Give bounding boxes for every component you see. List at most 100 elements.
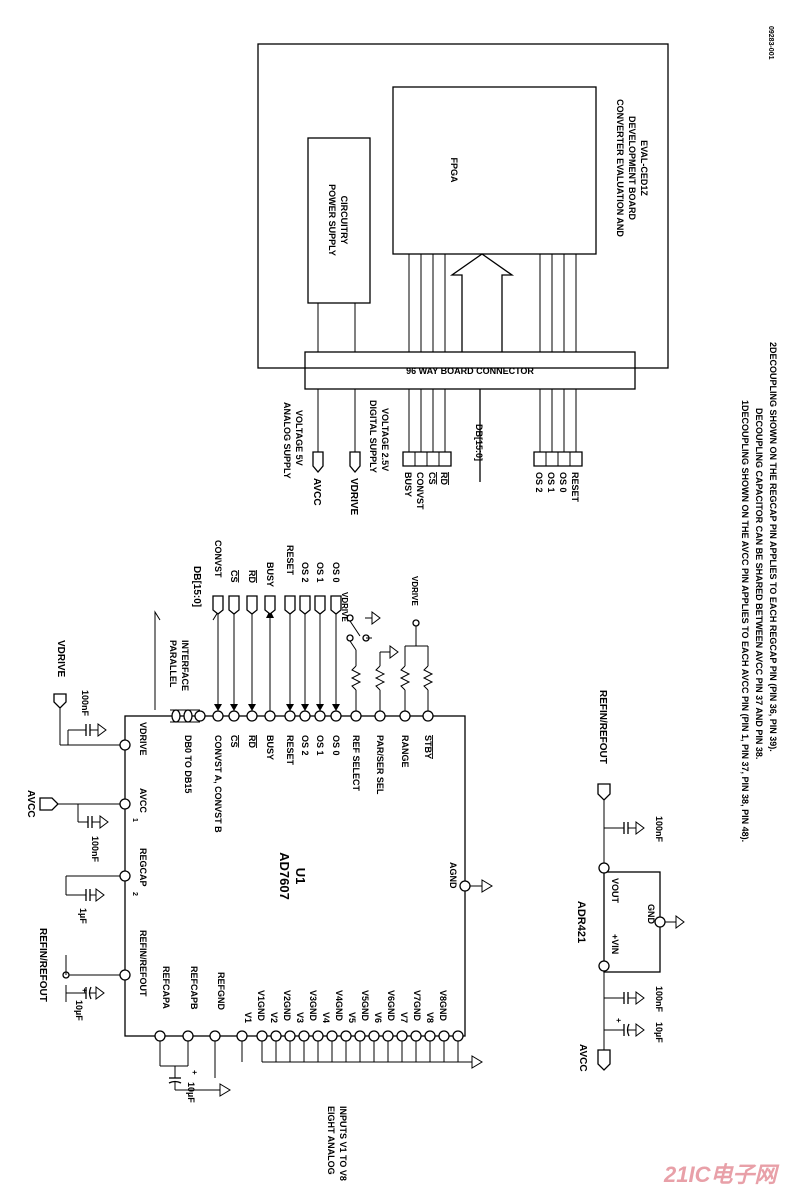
- vdrive-supply-port: [349, 451, 361, 474]
- adr421-name: ADR421: [575, 901, 587, 943]
- pin-agnd: AGND: [448, 862, 458, 889]
- pin-avcc-sup: 1: [131, 818, 138, 822]
- pin-v4gnd: V4GND: [334, 990, 344, 1022]
- avcc-supply-port: [312, 451, 324, 474]
- bottom-pin-labels: REFCAPA REFCAPB REFGND V1 V1GND V2 V2GND…: [161, 966, 448, 1023]
- regcap-cap-value: 1µF: [78, 908, 88, 924]
- pin-v5: V5: [347, 1012, 357, 1023]
- board-title-1: CONVERTER EVALUATION AND: [615, 99, 625, 237]
- board-connector: [304, 351, 636, 390]
- adr-refin-label: REFIN/REFOUT: [597, 690, 608, 764]
- sig-os2: OS 2: [300, 562, 310, 583]
- pin-v2gnd: V2GND: [282, 990, 292, 1022]
- pin-v3: V3: [295, 1012, 305, 1023]
- pin-v8gnd: V8GND: [438, 990, 448, 1022]
- vdrive-cap-value: 100nF: [80, 690, 90, 717]
- board-sig-rd: RD: [439, 472, 449, 485]
- board-sig-os1: OS 1: [546, 472, 556, 493]
- pin-par-ser-sel: PAR/SER SEL: [375, 735, 385, 795]
- fpga-block: [392, 86, 597, 255]
- pin-os0: OS 0: [331, 735, 341, 756]
- pin-rd: RD: [247, 735, 257, 748]
- adr421: ADR421 +VIN VOUT GND REFIN/REFOUT 100nF …: [575, 690, 685, 1072]
- pin-cs: CS: [229, 735, 239, 748]
- ad7607-chip: AD7607 U1 REFIN/REFOUT REGCAP 2 AVCC 1 V…: [119, 709, 493, 1181]
- pin-v3gnd: V3GND: [308, 990, 318, 1022]
- pin-v4: V4: [321, 1012, 331, 1023]
- ref-select-vdrive: VDRIVE: [340, 592, 349, 622]
- pin-os2: OS 2: [300, 735, 310, 756]
- db-interface-label: DB[15:0]: [191, 566, 202, 607]
- refin-label: REFIN/REFOUT: [37, 928, 48, 1002]
- sig-os0: OS 0: [331, 562, 341, 583]
- pin-refin-refout: REFIN/REFOUT: [138, 930, 148, 997]
- pin-v6gnd: V6GND: [386, 990, 396, 1022]
- sig-reset: RESET: [285, 545, 295, 576]
- adr421-vin: +VIN: [610, 934, 620, 954]
- note-1: 1DECOUPLING SHOWN ON THE AVCC PIN APPLIE…: [740, 400, 750, 842]
- eval-board: FPGA POWER SUPPLY CIRCUITRY CONVERTER EV…: [257, 43, 669, 516]
- refin-cap-plus: +: [80, 988, 89, 993]
- pin-v7: V7: [399, 1012, 409, 1023]
- adr-vin-plus: +: [614, 1018, 623, 1023]
- psu-label-1: POWER SUPPLY: [327, 184, 337, 256]
- eight-analog-1: EIGHT ANALOG: [326, 1106, 336, 1175]
- sig-convst: CONVST: [213, 540, 223, 578]
- watermark: 21IC电子网: [663, 1162, 779, 1187]
- pin-regcap: REGCAP: [138, 848, 148, 887]
- pin-v6: V6: [373, 1012, 383, 1023]
- adr-avcc-label: AVCC: [577, 1044, 588, 1072]
- chip-name: AD7607: [277, 852, 292, 900]
- note-2: DECOUPLING CAPACITOR CAN BE SHARED BETWE…: [754, 408, 764, 759]
- vdrive-supply-label: VDRIVE: [348, 478, 359, 516]
- pin-refcapb: REFCAPB: [189, 966, 199, 1010]
- pin-refgnd: REFGND: [216, 972, 226, 1011]
- adr-vin-cap: 100nF: [654, 986, 664, 1013]
- analog-supply-label-1: ANALOG SUPPLY: [282, 402, 292, 479]
- refcap-cap-value: 10µF: [186, 1082, 196, 1103]
- board-sig-convst: CONVST: [415, 472, 425, 510]
- top-pins: [170, 709, 434, 723]
- pin-v1: V1: [243, 1012, 253, 1023]
- board-title-3: EVAL-CED1Z: [639, 140, 649, 196]
- pin-os1: OS 1: [315, 735, 325, 756]
- pin-range: RANGE: [400, 735, 410, 768]
- eight-analog-2: INPUTS V1 TO V8: [338, 1106, 348, 1181]
- board-sig-os0: OS 0: [558, 472, 568, 493]
- board-sig-db: DB[15:0]: [474, 424, 484, 461]
- note-3: 2DECOUPLING SHOWN ON THE REGCAP PIN APPL…: [768, 342, 778, 752]
- pin-vdrive: VDRIVE: [138, 722, 148, 756]
- adr421-gnd: GND: [646, 904, 656, 925]
- board-signal-ports: [402, 389, 583, 482]
- db-bus-arrow: [449, 253, 515, 352]
- avcc-cap-value: 100nF: [90, 836, 100, 863]
- avcc-left-label: AVCC: [25, 790, 36, 818]
- pin-refcapa: REFCAPA: [161, 966, 171, 1009]
- left-decoupling: REFIN/REFOUT 10µF + 1µF AVCC 100nF VDR: [25, 640, 120, 1021]
- analog-supply-label-2: VOLTAGE 5V: [294, 410, 304, 466]
- interface-signals: PARALLEL INTERFACE DB[15:0] CONVST CS RD…: [154, 540, 434, 711]
- power-supply-block: [307, 137, 371, 304]
- pin-ref-select: REF SELECT: [351, 735, 361, 792]
- pin-v8: V8: [425, 1012, 435, 1023]
- chip-designator: U1: [293, 868, 308, 885]
- pin-v2: V2: [269, 1012, 279, 1023]
- range-vdrive: VDRIVE: [410, 576, 419, 606]
- pin-convst: CONVST A, CONVST B: [213, 735, 223, 833]
- board-title-2: DEVELOPMENT BOARD: [627, 116, 637, 221]
- eval-board-outline: [257, 43, 669, 369]
- pin-v5gnd: V5GND: [360, 990, 370, 1022]
- board-connector-label: 96 WAY BOARD CONNECTOR: [406, 366, 534, 376]
- pin-reset: RESET: [285, 735, 295, 766]
- digital-supply-label-2: VOLTAGE 2.5V: [380, 408, 390, 471]
- interface-label: INTERFACE: [180, 640, 190, 691]
- pin-v7gnd: V7GND: [412, 990, 422, 1022]
- bottom-pins: [154, 1030, 483, 1069]
- pin-stby: STBY: [423, 735, 433, 759]
- footnotes: 1DECOUPLING SHOWN ON THE AVCC PIN APPLIE…: [740, 342, 778, 842]
- board-sig-os2: OS 2: [534, 472, 544, 493]
- sig-busy: BUSY: [265, 562, 275, 587]
- pin-db0-db15: DB0 TO DB15: [183, 735, 193, 793]
- fpga-label: FPGA: [449, 157, 459, 183]
- board-sig-cs: CS: [427, 472, 437, 485]
